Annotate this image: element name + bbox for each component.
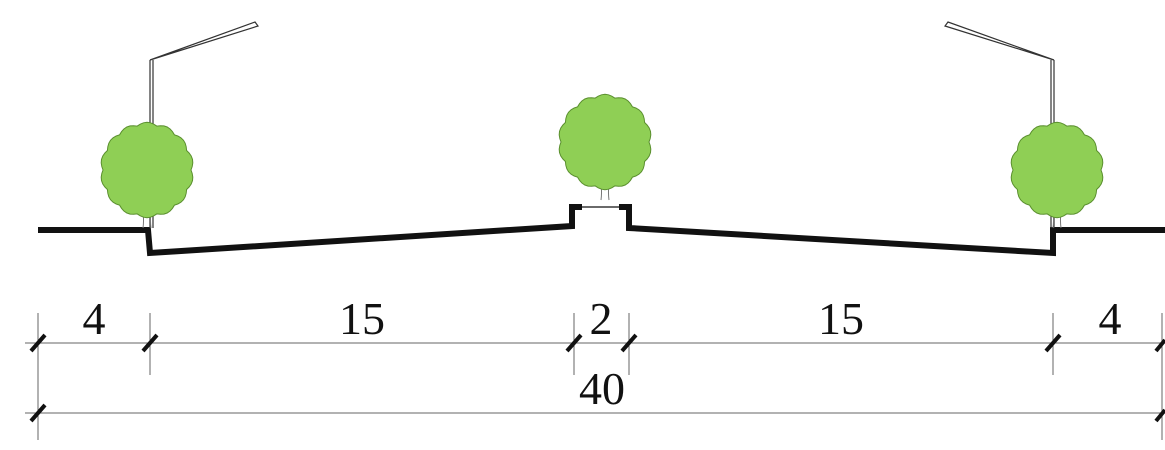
dimension-label-total: 40 — [579, 363, 625, 414]
dimension-label-left-sidewalk: 4 — [83, 293, 106, 344]
dimension-label-median: 2 — [590, 293, 613, 344]
dimension-label-left-carriageway: 15 — [339, 293, 385, 344]
tree-icon — [1010, 121, 1104, 229]
road-profile — [38, 204, 1165, 257]
tree-icon — [558, 93, 652, 201]
dimension-label-right-sidewalk: 4 — [1099, 293, 1122, 344]
dimension-ticks — [29, 333, 1165, 423]
tree-icon — [100, 121, 194, 229]
tree-canopy — [100, 121, 194, 219]
dimension-label-right-carriageway: 15 — [818, 293, 864, 344]
road-surface-line — [38, 204, 582, 257]
road-surface-line-right — [619, 204, 1165, 257]
tree-canopy — [1010, 121, 1104, 219]
dimension-labels: 4 15 2 15 4 40 — [83, 293, 1122, 414]
tree-canopy — [558, 93, 652, 191]
